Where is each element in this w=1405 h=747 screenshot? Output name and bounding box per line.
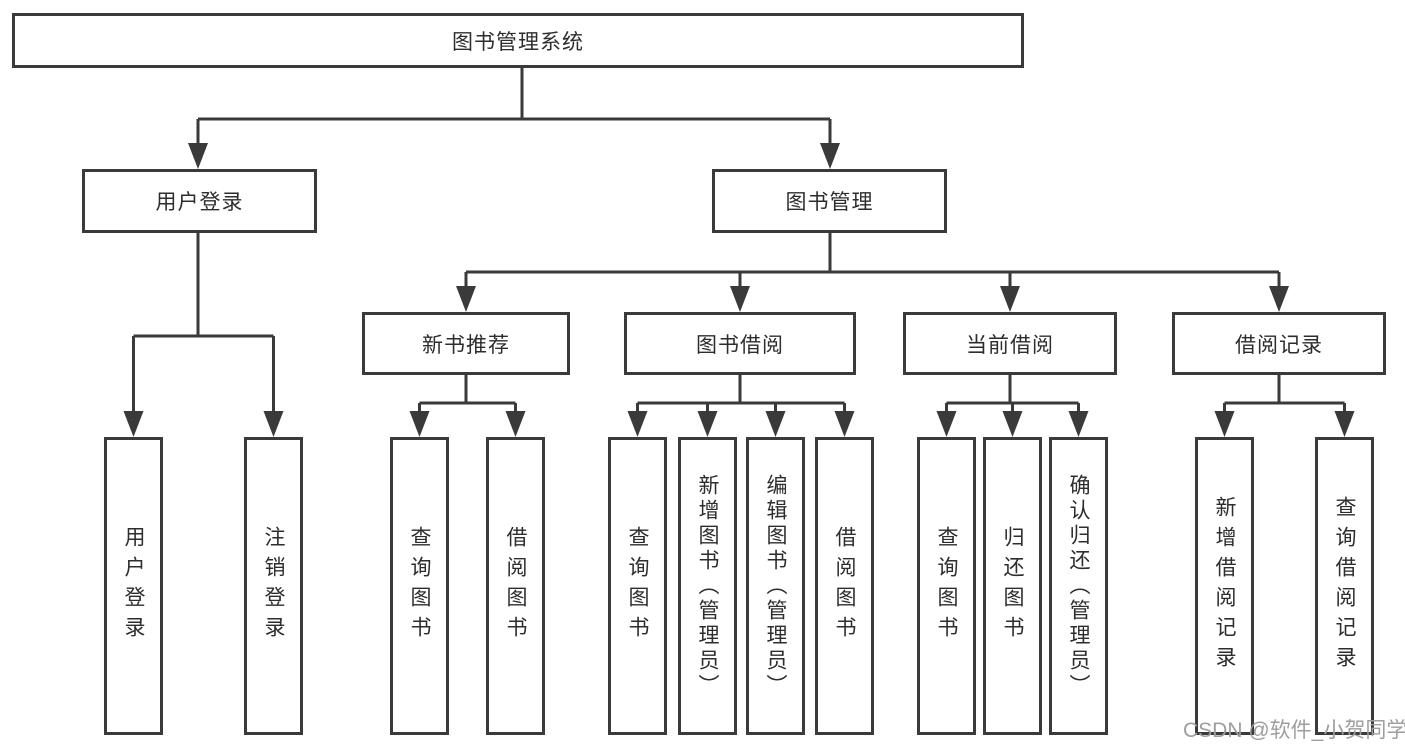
leaf-borrow-books-recommend: 借阅图书: [486, 437, 545, 735]
leaf-edit-books-admin: 编辑图书（管理员）: [746, 437, 805, 735]
node-book-borrowing: 图书借阅: [624, 312, 856, 375]
leaf-query-borrow-record: 查询借阅记录: [1315, 437, 1374, 735]
leaf-query-books-current-label: 查询图书: [935, 526, 958, 646]
watermark: CSDN @软件_小贺同学: [1183, 719, 1405, 742]
leaf-borrow-books-recommend-label: 借阅图书: [504, 526, 527, 646]
leaf-edit-books-admin-label: 编辑图书（管理员）: [764, 473, 787, 699]
node-root: 图书管理系统: [12, 13, 1024, 68]
leaf-query-books-recommend-label: 查询图书: [408, 526, 431, 646]
leaf-add-borrow-record: 新增借阅记录: [1195, 437, 1254, 735]
node-root-label: 图书管理系统: [452, 30, 584, 54]
node-book-management-label: 图书管理: [785, 191, 874, 214]
leaf-logout-label: 注销登录: [262, 526, 285, 646]
leaf-user-login-label: 用户登录: [122, 526, 145, 646]
arrowheads: [123, 143, 1355, 437]
leaf-query-books-current: 查询图书: [917, 437, 976, 735]
node-current-borrowing: 当前借阅: [903, 312, 1117, 375]
node-user-login: 用户登录: [82, 169, 317, 233]
leaf-query-books-borrowing: 查询图书: [608, 437, 667, 735]
node-new-book-recommend: 新书推荐: [362, 312, 570, 375]
node-new-book-recommend-label: 新书推荐: [422, 333, 510, 357]
leaf-borrow-books-borrowing: 借阅图书: [815, 437, 874, 735]
connector-segments: [132, 68, 1346, 412]
leaf-add-books-admin-label: 新增图书（管理员）: [696, 473, 719, 699]
leaf-confirm-return-admin: 确认归还（管理员）: [1049, 437, 1108, 735]
leaf-add-books-admin: 新增图书（管理员）: [678, 437, 737, 735]
leaf-query-books-borrowing-label: 查询图书: [626, 526, 649, 646]
leaf-query-books-recommend: 查询图书: [390, 437, 449, 735]
leaf-return-books: 归还图书: [983, 437, 1042, 735]
node-borrowing-records-label: 借阅记录: [1235, 333, 1323, 357]
node-current-borrowing-label: 当前借阅: [966, 333, 1054, 357]
leaf-confirm-return-admin-label: 确认归还（管理员）: [1067, 473, 1090, 699]
leaf-query-borrow-record-label: 查询借阅记录: [1333, 496, 1356, 676]
leaf-borrow-books-borrowing-label: 借阅图书: [833, 526, 856, 646]
node-user-login-label: 用户登录: [155, 191, 244, 214]
leaf-return-books-label: 归还图书: [1001, 526, 1024, 646]
leaf-add-borrow-record-label: 新增借阅记录: [1213, 496, 1236, 676]
node-book-management: 图书管理: [712, 169, 947, 233]
leaf-logout: 注销登录: [244, 437, 303, 735]
node-book-borrowing-label: 图书借阅: [696, 333, 784, 357]
node-borrowing-records: 借阅记录: [1172, 312, 1386, 375]
leaf-user-login: 用户登录: [104, 437, 163, 735]
